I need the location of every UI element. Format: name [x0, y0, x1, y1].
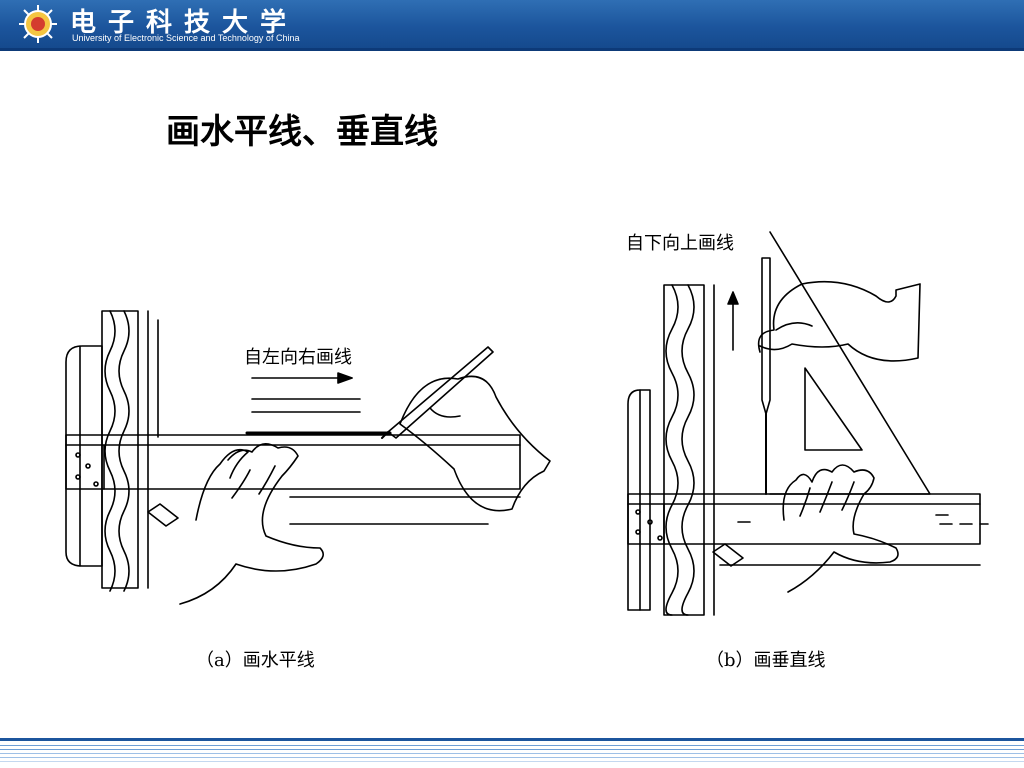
- figure-b-caption: （b）画垂直线: [706, 650, 826, 671]
- university-name-cn: 电子科技大学: [70, 8, 299, 38]
- figure-a-caption: （a）画水平线: [196, 650, 315, 671]
- slide-title: 画水平线、垂直线: [166, 112, 438, 152]
- figure-a-label: 自左向右画线: [244, 347, 352, 368]
- header-rule: [0, 48, 1024, 51]
- figure-b-label: 自下向上画线: [626, 233, 734, 254]
- header-bar: 电子科技大学 University of Electronic Science …: [0, 0, 1024, 48]
- university-logo-icon: [19, 5, 57, 43]
- footer-decoration: [0, 738, 1024, 768]
- university-name-en: University of Electronic Science and Tec…: [72, 33, 300, 43]
